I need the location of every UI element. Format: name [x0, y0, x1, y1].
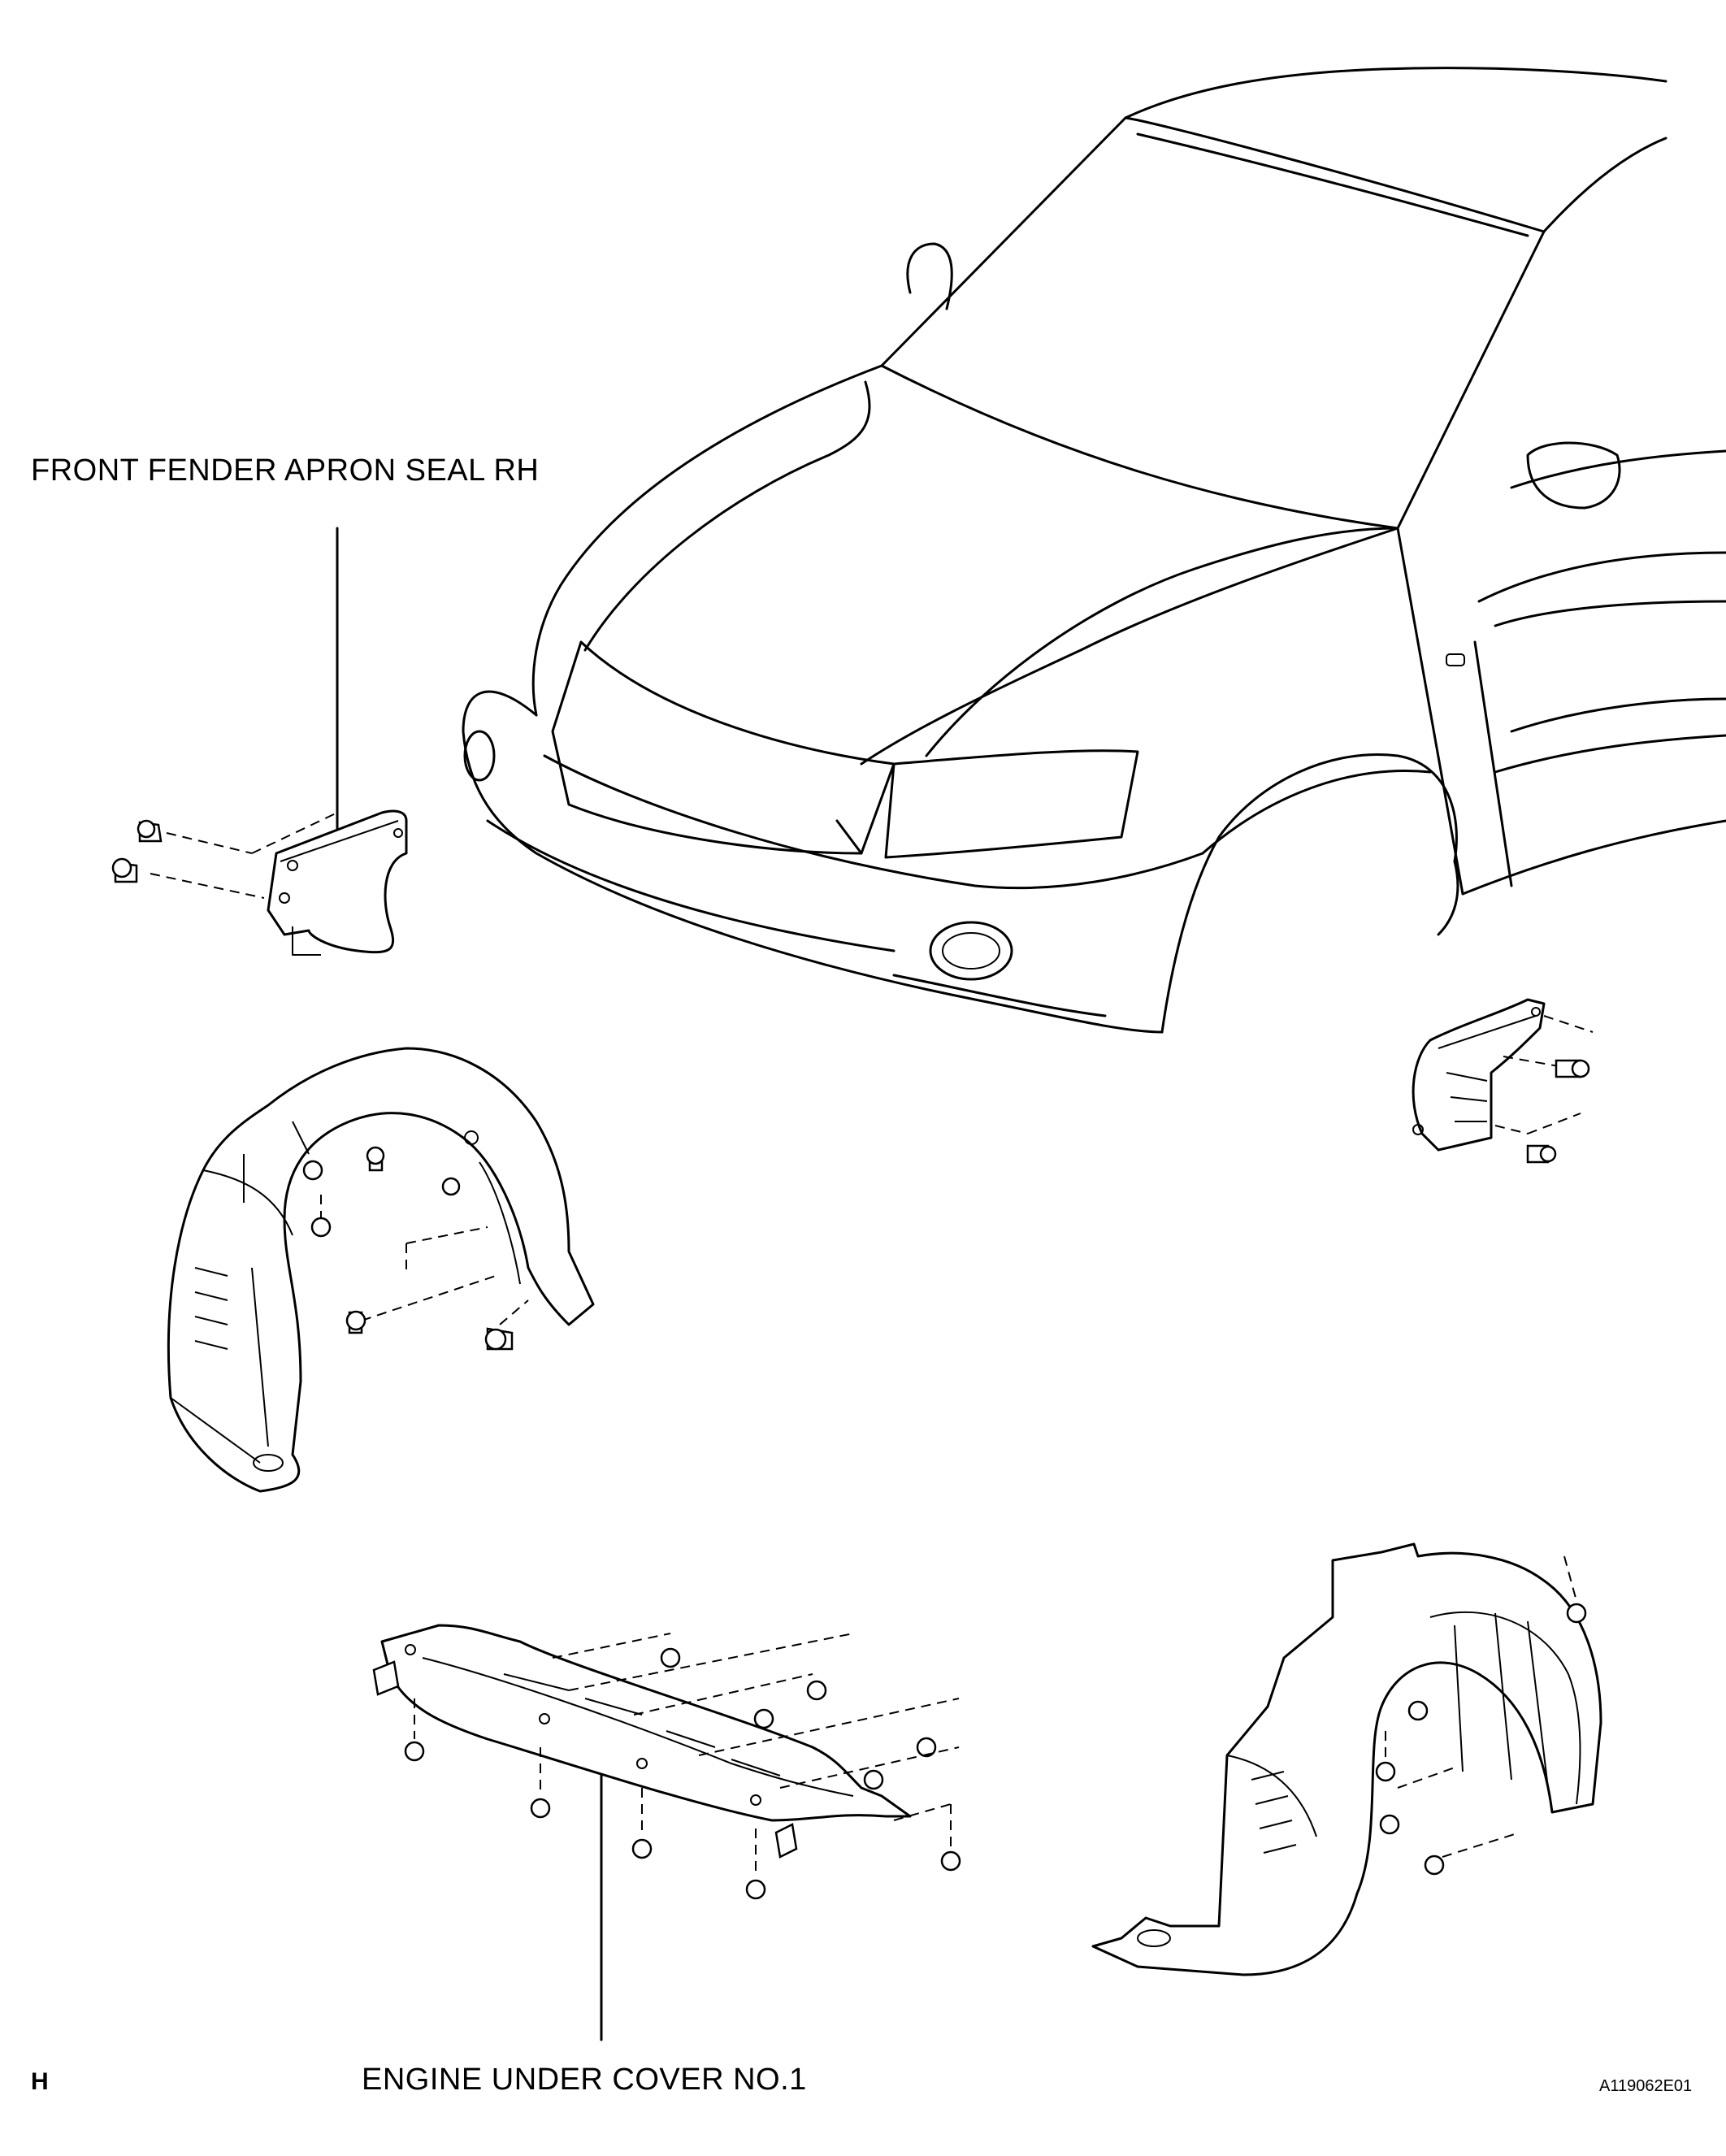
- vehicle-body: [462, 67, 1726, 1034]
- fender-liner-lh: [1091, 1542, 1602, 1976]
- apron-seal-lh: [1412, 998, 1594, 1164]
- engine-under-cover: [372, 1624, 961, 2041]
- apron-seal-rh: [111, 527, 408, 956]
- label-front-fender-apron-seal-rh: FRONT FENDER APRON SEAL RH: [31, 453, 540, 488]
- figure-code: A119062E01: [1599, 2077, 1693, 2095]
- under-cover-bolts: [404, 1633, 961, 1900]
- label-engine-under-cover-no1: ENGINE UNDER COVER NO.1: [362, 2063, 807, 2097]
- section-letter: H: [31, 2068, 49, 2095]
- fender-liner-rh: [167, 1047, 595, 1493]
